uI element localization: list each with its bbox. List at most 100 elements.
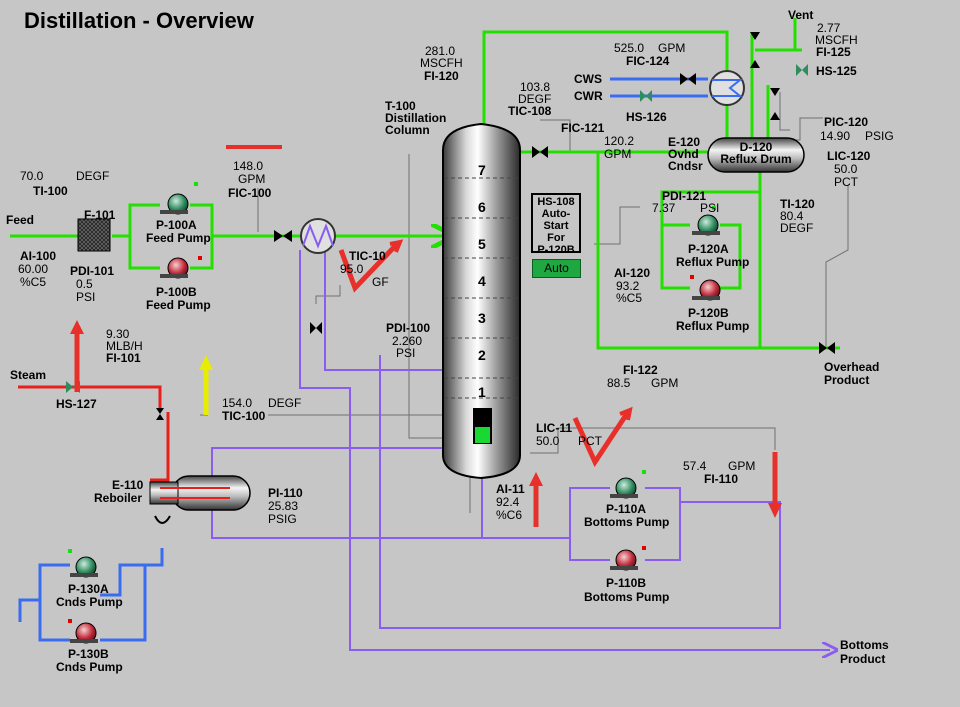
fi101-unit: MLB/H [106,339,143,353]
fi101-value: 9.30 [106,327,130,341]
pdi101-tag[interactable]: PDI-101 [70,264,115,278]
tic10x-value: 95.0 [340,262,364,276]
e120-tag[interactable]: E-120 [668,135,701,149]
tic100-unit: DEGF [268,396,302,410]
ai120-tag[interactable]: AI-120 [614,266,651,280]
pump-p110b-icon [610,546,646,571]
pdi121-value: 7.37 [652,201,676,215]
hs108-line3: Start [543,220,569,232]
ai100-value: 60.00 [18,262,49,276]
fic121-unit: GPM [604,147,632,161]
column-name-line2: Column [385,123,430,137]
pump-p100a-icon [160,182,198,215]
e110-tag[interactable]: E-110 [112,478,144,492]
lic120-unit: PCT [834,175,858,189]
pic120-tag[interactable]: PIC-120 [824,115,869,129]
fic124-tag[interactable]: FIC-124 [626,54,670,68]
d120-tag[interactable]: D-120 [739,140,773,154]
ti100-tag[interactable]: TI-100 [33,184,68,198]
ai100-unit: %C5 [20,275,47,289]
lic11x-tag[interactable]: LIC-11 [536,421,573,435]
p120b-tag[interactable]: P-120B [688,306,729,320]
ai100-tag[interactable]: AI-100 [20,249,57,263]
fic124-value: 525.0 [614,41,645,55]
d120-name: Reflux Drum [720,152,792,166]
fi122-tag[interactable]: FI-122 [623,363,658,377]
fic100-unit: GPM [238,172,266,186]
p130b-tag[interactable]: P-130B [68,647,109,661]
pi110-value: 25.83 [268,499,299,513]
tray-number: 1 [478,384,486,400]
fi125-unit: MSCFH [815,33,858,47]
pi110-tag[interactable]: PI-110 [268,486,303,500]
reflux-drum [707,137,805,173]
ai11x-tag[interactable]: AI-11 [496,482,525,496]
p130a-tag[interactable]: P-130A [68,582,109,596]
tic10x-unit: GF [372,275,389,289]
pump-p110a-icon [610,470,646,499]
feed-label: Feed [6,213,35,227]
column-level-fill [475,427,490,443]
p120a-tag[interactable]: P-120A [688,242,729,256]
pump-p130b-icon [68,619,98,644]
tic100-value: 154.0 [222,396,253,410]
column-name-line1: Distillation [385,111,447,125]
e120-line3: Cndsr [668,159,703,173]
hs126-tag[interactable]: HS-126 [626,110,667,124]
pump-symbols[interactable] [68,182,721,644]
lic11x-value: 50.0 [536,434,560,448]
pdi121-tag[interactable]: PDI-121 [662,189,707,203]
fi122-unit: GPM [651,376,679,390]
ai120-unit: %C5 [616,291,643,305]
p110a-tag[interactable]: P-110A [606,502,647,516]
bottoms-lines [211,250,830,650]
tic10x-tag[interactable]: TIC-10 [349,249,386,263]
tic108-unit: DEGF [518,92,552,106]
e110-name: Reboiler [94,491,143,505]
lic11x-unit: PCT [578,434,602,448]
fi101-tag[interactable]: FI-101 [106,351,141,365]
p100a-tag[interactable]: P-100A [156,218,197,232]
tray-number: 4 [478,273,486,289]
pdi100-tag[interactable]: PDI-100 [386,321,431,335]
p110b-tag[interactable]: P-110B [606,576,647,590]
lic120-value: 50.0 [834,162,858,176]
lic120-tag[interactable]: LIC-120 [827,149,871,163]
pdi100-value: 2.260 [392,334,423,348]
p110b-name: Bottoms Pump [584,590,670,604]
p100b-tag[interactable]: P-100B [156,285,197,299]
hs108-auto-button[interactable]: Auto [532,259,581,278]
fi110-value: 57.4 [683,459,707,473]
hs108-line1: HS-108 [537,196,575,208]
fic121-tag[interactable]: FIC-121 [561,121,605,135]
page-title: Distillation - Overview [24,8,254,33]
hs108-panel: HS-108 Auto- Start For P-120B [531,193,581,256]
fi120-value: 281.0 [425,44,456,58]
fi125-tag[interactable]: FI-125 [816,45,851,59]
tic108-tag[interactable]: TIC-108 [508,104,552,118]
p120a-name: Reflux Pump [676,255,750,269]
fi120-tag[interactable]: FI-120 [424,69,459,83]
hs127-tag[interactable]: HS-127 [56,397,97,411]
control-valves[interactable] [156,32,835,420]
tic100-tag[interactable]: TIC-100 [222,409,266,423]
ti120-tag[interactable]: TI-120 [780,197,815,211]
fi110-tag[interactable]: FI-110 [704,472,739,486]
p100b-name: Feed Pump [146,298,211,312]
tray-number: 7 [478,162,486,178]
ai120-value: 93.2 [616,279,640,293]
p130a-name: Cnds Pump [56,595,123,609]
vent-label: Vent [788,8,814,22]
tray-number: 3 [478,310,486,326]
pi110-unit: PSIG [268,512,297,526]
pump-p120b-icon [690,275,721,301]
pic120-unit: PSIG [865,129,894,143]
overhead-line2: Product [824,373,870,387]
fic100-tag[interactable]: FIC-100 [228,186,272,200]
hs108-line4: For [547,232,565,244]
steam-label: Steam [10,368,47,382]
distillation-column [442,122,521,480]
hs125-tag[interactable]: HS-125 [816,64,857,78]
